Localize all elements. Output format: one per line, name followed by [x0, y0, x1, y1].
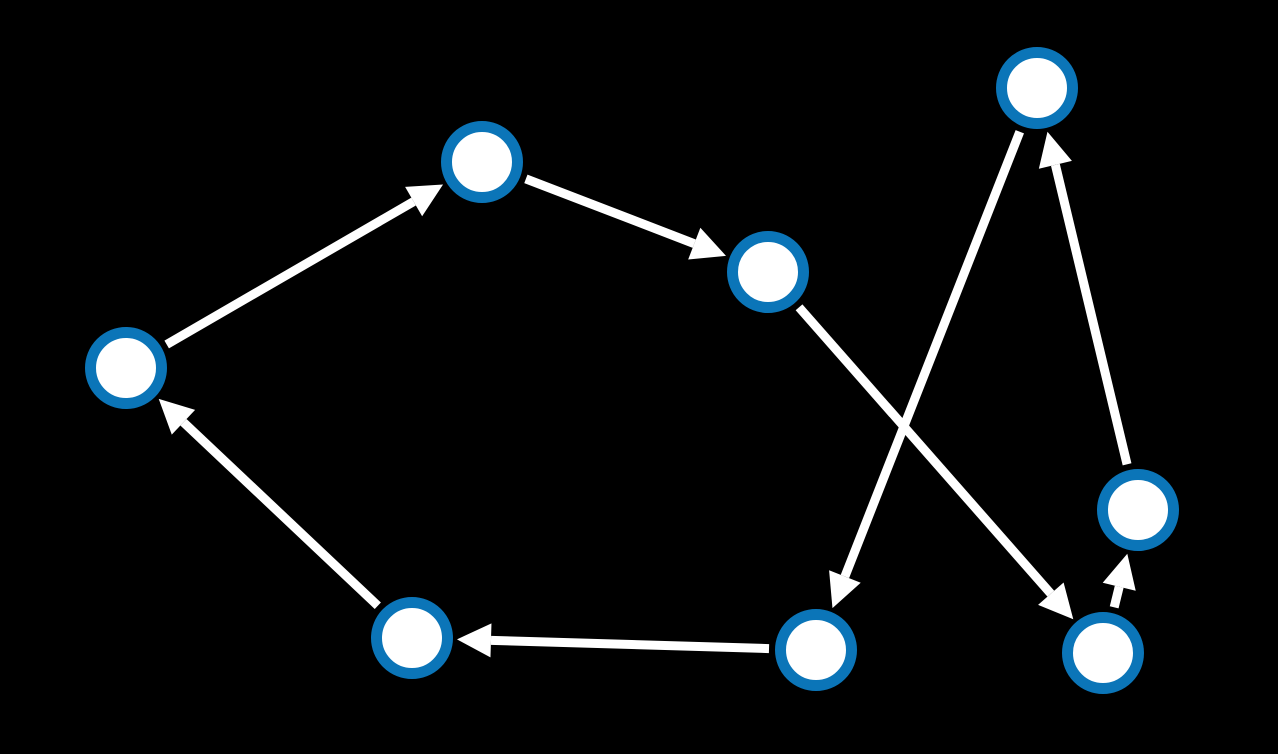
- edge-arrowhead-icon: [1038, 131, 1072, 169]
- node-circle: [371, 597, 453, 679]
- graph-node[interactable]: [85, 327, 167, 409]
- graph-node[interactable]: [775, 609, 857, 691]
- edge-arrowhead-icon: [1102, 553, 1136, 591]
- graph-edge[interactable]: [1038, 131, 1132, 466]
- edge-arrowhead-icon: [1038, 582, 1074, 620]
- graph-edge[interactable]: [158, 398, 381, 610]
- node-circle: [1097, 469, 1179, 551]
- node-circle: [85, 327, 167, 409]
- edge-shaft: [795, 304, 1055, 597]
- graph-edge[interactable]: [164, 184, 444, 349]
- edge-arrowhead-icon: [688, 227, 726, 260]
- graph-edge[interactable]: [795, 304, 1074, 620]
- node-circle: [1062, 612, 1144, 694]
- edge-shaft: [840, 130, 1024, 579]
- graph-edge[interactable]: [524, 174, 726, 260]
- graph-edge[interactable]: [456, 623, 770, 658]
- node-layer: [85, 47, 1179, 694]
- graph-node[interactable]: [996, 47, 1078, 129]
- edge-arrowhead-icon: [158, 398, 196, 435]
- graph-edge[interactable]: [829, 130, 1024, 609]
- node-circle: [775, 609, 857, 691]
- node-circle: [441, 121, 523, 203]
- edge-arrowhead-icon: [405, 184, 444, 217]
- graph-node[interactable]: [727, 231, 809, 313]
- edge-layer: [158, 130, 1136, 658]
- graph-node[interactable]: [441, 121, 523, 203]
- edge-shaft: [490, 635, 770, 654]
- edge-shaft: [524, 174, 696, 248]
- edge-shaft: [164, 197, 416, 349]
- node-circle: [996, 47, 1078, 129]
- edge-shaft: [180, 418, 381, 610]
- graph-node[interactable]: [1062, 612, 1144, 694]
- edge-arrowhead-icon: [456, 623, 492, 658]
- node-circle: [727, 231, 809, 313]
- edge-arrowhead-icon: [829, 570, 861, 609]
- edge-shaft: [1051, 163, 1132, 466]
- graph-node[interactable]: [1097, 469, 1179, 551]
- graph-edge[interactable]: [1102, 553, 1136, 609]
- graph-node[interactable]: [371, 597, 453, 679]
- edge-shaft: [1109, 585, 1124, 609]
